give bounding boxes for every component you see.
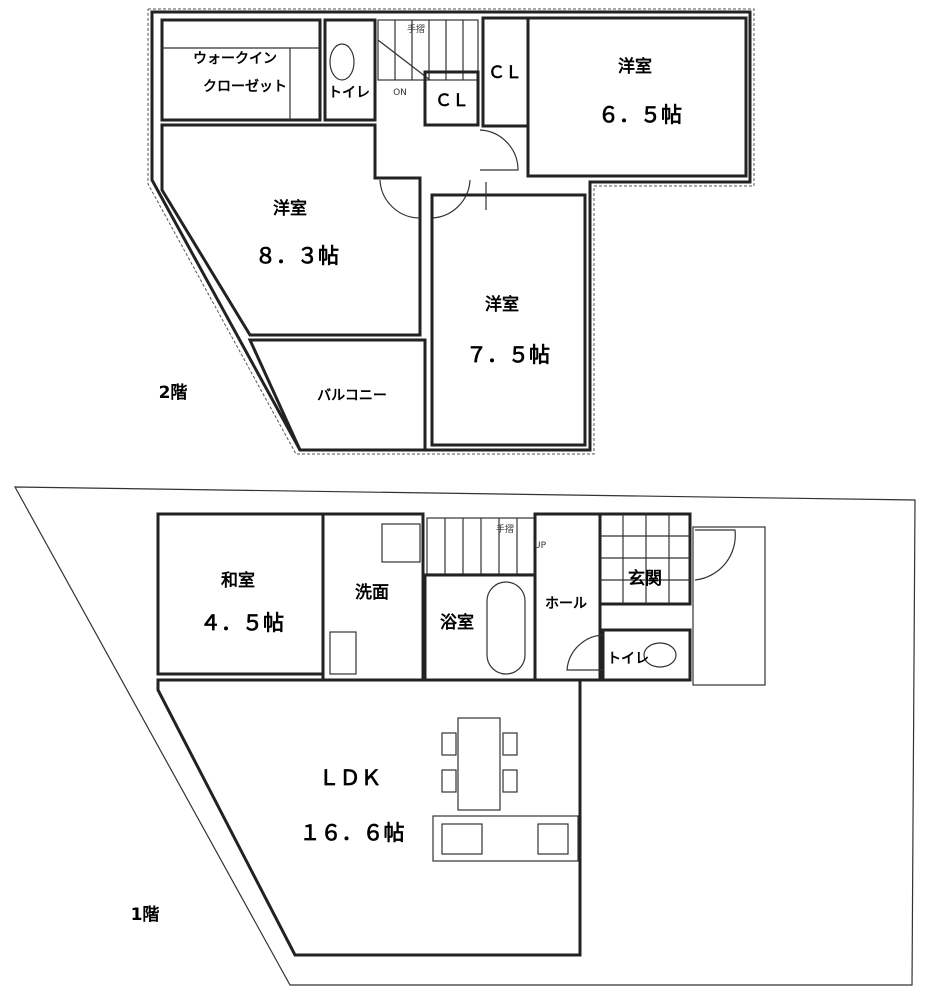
hall-label: ホール [545, 596, 587, 612]
western-a-room [526, 16, 748, 178]
porch [692, 526, 766, 686]
ldk-size: １６．６帖 [300, 821, 405, 845]
entrance-tiles [600, 514, 690, 604]
cl-small-room [423, 70, 480, 127]
wic-label-1: ウォークイン [193, 51, 277, 67]
handrail2-label: 手摺 [407, 23, 425, 35]
door-swing [479, 129, 519, 171]
western-b-size: ８．３帖 [255, 244, 339, 268]
western-b-room [160, 123, 422, 337]
washing-machine [381, 523, 421, 563]
toilet1-room [601, 628, 692, 682]
wic-room [160, 18, 322, 122]
toilet2-label: トイレ [328, 85, 370, 101]
washroom-label: 洗面 [355, 582, 389, 603]
dining-table [457, 717, 501, 811]
western-c-name: 洋室 [485, 294, 519, 315]
wic-label-2: クローゼット [203, 78, 287, 95]
bath-label: 浴室 [440, 612, 474, 633]
ldk-name: ＬＤＫ [319, 766, 382, 790]
toilet-bowl-icon [329, 43, 355, 81]
floor1-plan [13, 486, 916, 986]
cl-label: ＣＬ [488, 63, 522, 83]
balcony-label: バルコニー [317, 388, 387, 404]
floor2-label: 2階 [159, 383, 188, 403]
entrance-label: 玄関 [628, 568, 662, 589]
cl-small-label: ＣＬ [435, 91, 469, 111]
western-c-size: ７．５帖 [466, 343, 550, 367]
handrail1-label: 手摺 [496, 523, 514, 535]
toilet-bowl-icon [643, 642, 677, 668]
kitchen-sink [441, 823, 483, 855]
ldk-room [156, 678, 582, 957]
washitsu-size: ４．５帖 [200, 611, 284, 635]
toilet2-room [323, 18, 377, 122]
floor1-label: 1階 [131, 905, 160, 925]
western-a-size: ６．５帖 [598, 103, 682, 127]
western-a-name: 洋室 [618, 56, 652, 77]
site-boundary [13, 486, 916, 986]
balcony [247, 338, 427, 452]
bathtub [486, 581, 526, 675]
floor2-plan [147, 8, 755, 455]
floor2-outer-wall [150, 10, 752, 452]
entrance [598, 512, 692, 606]
sink [329, 631, 357, 675]
stairs2 [377, 19, 479, 81]
washitsu-name: 和室 [221, 570, 255, 591]
washitsu-room [156, 512, 325, 676]
western-b-name: 洋室 [273, 198, 307, 219]
western-c-room [430, 193, 587, 447]
stove [537, 823, 569, 855]
kitchen-counter [432, 815, 579, 862]
on-label: ON [393, 88, 407, 98]
up-label: UP [534, 541, 547, 551]
toilet1-label: トイレ [607, 651, 649, 667]
